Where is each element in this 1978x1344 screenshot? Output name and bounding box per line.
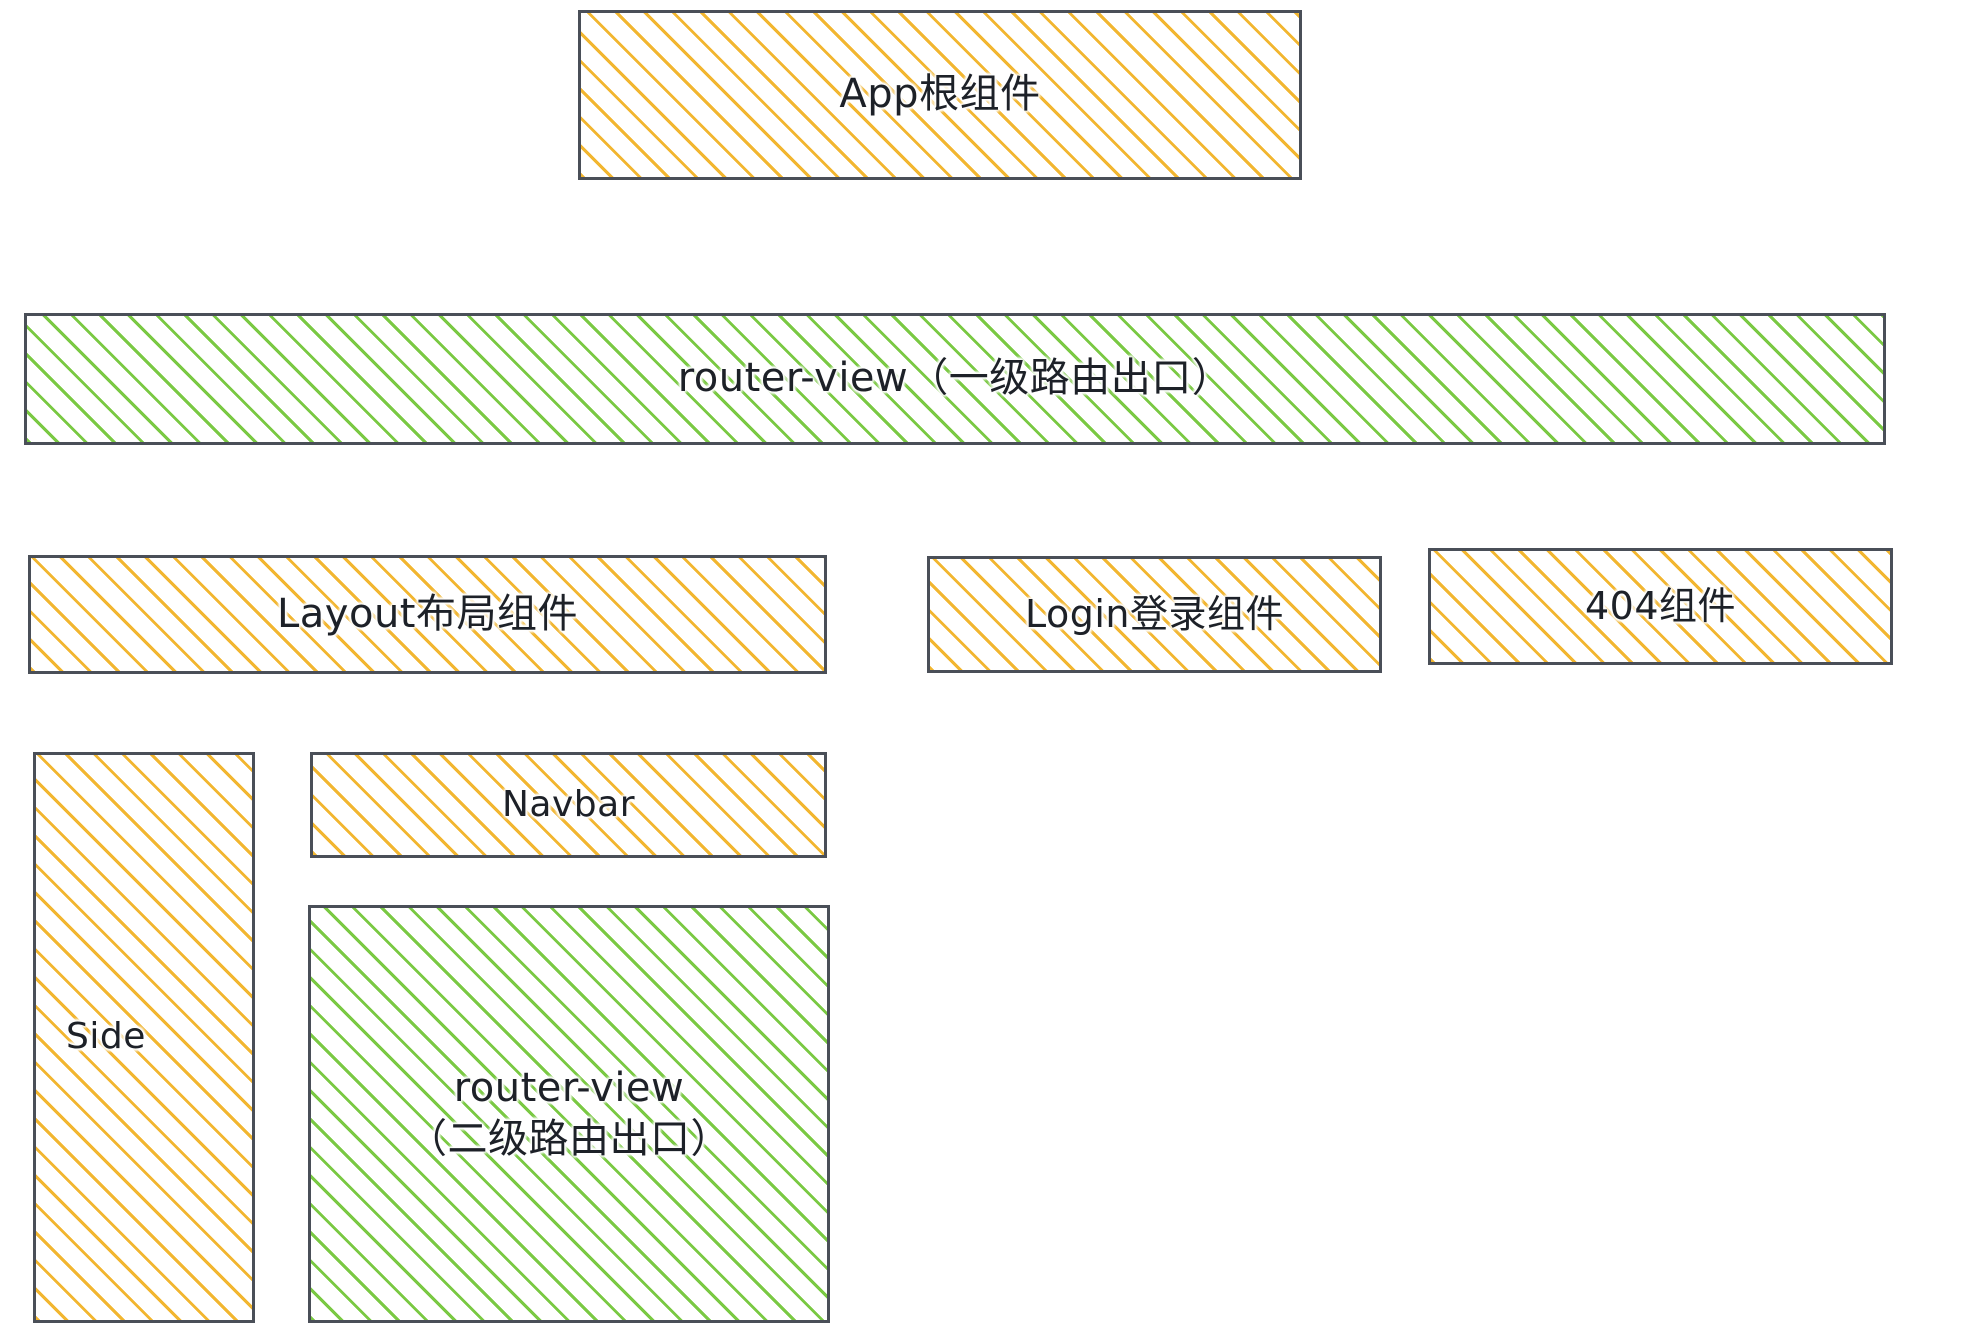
node-router-view-level-1: router-view（一级路由出口） [24, 313, 1886, 445]
node-label-login: Login登录组件 [1024, 592, 1284, 637]
node-label-side: Side [66, 1016, 146, 1058]
node-layout-component: Layout布局组件 [28, 555, 827, 674]
node-label-404: 404组件 [1584, 584, 1737, 629]
node-label-navbar: Navbar [501, 783, 635, 825]
node-label-router-view-level-1: router-view（一级路由出口） [677, 355, 1233, 402]
node-side-component: Side [33, 752, 255, 1323]
node-router-view-level-2: router-view （二级路由出口） [308, 905, 830, 1323]
node-app-root-component: App根组件 [578, 10, 1302, 180]
node-label-app: App根组件 [839, 71, 1041, 118]
node-label-router-view-level-2: router-view （二级路由出口） [407, 1064, 731, 1162]
node-404-component: 404组件 [1428, 548, 1893, 665]
node-login-component: Login登录组件 [927, 556, 1382, 673]
node-label-layout: Layout布局组件 [277, 590, 578, 637]
node-navbar-component: Navbar [310, 752, 827, 858]
